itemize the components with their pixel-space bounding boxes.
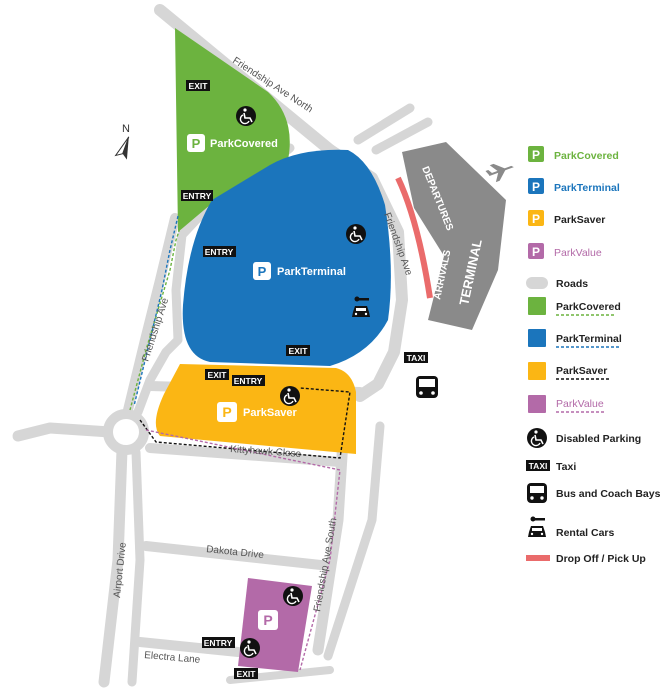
legend-taxi: TAXI Taxi xyxy=(526,460,576,473)
legend-dropoff-label: Drop Off / Pick Up xyxy=(556,553,646,565)
north-arrow-icon xyxy=(114,136,130,160)
legend-park-saver-p: P xyxy=(532,212,540,226)
park-saver-exit-text: EXIT xyxy=(208,370,228,380)
park-value-p-icon: P xyxy=(258,610,278,630)
rental-car-icon xyxy=(352,296,370,317)
legend-route-saver-label: ParkSaver xyxy=(556,365,607,377)
legend-park-value-label: ParkValue xyxy=(554,247,602,259)
road-friendship-ave-west xyxy=(123,213,180,415)
legend-dropoff: Drop Off / Pick Up xyxy=(526,553,646,565)
park-terminal-p-icon: P xyxy=(253,262,271,280)
legend-bus-label: Bus and Coach Bays xyxy=(556,488,660,500)
legend-park-terminal-label: ParkTerminal xyxy=(554,182,620,194)
route-saver xyxy=(139,387,351,459)
bus-icon xyxy=(416,376,438,398)
legend-park-covered: P ParkCovered xyxy=(528,146,619,162)
legend-taxi-label: Taxi xyxy=(556,461,576,473)
park-saver-name: ParkSaver xyxy=(243,407,298,419)
legend-route-terminal: ParkTerminal xyxy=(528,329,622,348)
park-saver-entry-text: ENTRY xyxy=(234,376,263,386)
park-terminal-name: ParkTerminal xyxy=(277,266,346,278)
park-value-entry-tag: ENTRY xyxy=(202,637,235,648)
road-dakota-drive xyxy=(141,541,335,571)
park-covered-area xyxy=(175,28,290,232)
legend-park-terminal: P ParkTerminal xyxy=(528,178,620,194)
legend-rental-car-icon xyxy=(528,516,546,537)
road-terminal-spur-1 xyxy=(353,103,415,145)
road-roundabout-west xyxy=(12,422,116,442)
park-covered-entry-tag: ENTRY xyxy=(181,190,213,201)
road-electra-lane xyxy=(135,637,243,657)
road-airport-drive xyxy=(98,444,128,688)
road-friendship-ave-south-2 xyxy=(323,421,385,661)
route-covered xyxy=(129,209,187,411)
legend-taxi-tag-text: TAXI xyxy=(529,461,548,471)
park-covered-name: ParkCovered xyxy=(210,138,278,150)
legend-route-value: ParkValue xyxy=(528,395,606,413)
park-saver-p-icon: P xyxy=(217,402,237,422)
north-label: N xyxy=(122,123,130,135)
legend-disabled-icon xyxy=(526,427,548,449)
dropoff-strip xyxy=(395,176,433,299)
legend-park-covered-label: ParkCovered xyxy=(554,150,619,162)
park-covered-disabled-icon xyxy=(235,105,257,127)
park-saver-p-letter: P xyxy=(222,404,231,420)
legend-park-covered-p: P xyxy=(532,148,540,162)
park-value-disabled-icon-bottom xyxy=(239,637,261,659)
legend-disabled: Disabled Parking xyxy=(526,427,641,449)
park-terminal-disabled-icon xyxy=(345,223,367,245)
road-airport-drive-2 xyxy=(127,447,145,687)
airplane-icon xyxy=(485,163,514,183)
road-terminal-spur-2 xyxy=(371,117,433,155)
route-terminal xyxy=(133,215,179,407)
park-saver-exit-tag: EXIT xyxy=(205,369,229,380)
route-lines xyxy=(129,209,351,671)
legend-park-terminal-p: P xyxy=(532,180,540,194)
label-electra-lane: Electra Lane xyxy=(144,650,201,666)
park-covered-p-letter: P xyxy=(192,136,201,151)
map-taxi-tag: TAXI xyxy=(404,352,428,363)
legend-disabled-label: Disabled Parking xyxy=(556,433,641,445)
park-value-entry-text: ENTRY xyxy=(204,638,233,648)
legend-route-terminal-label: ParkTerminal xyxy=(556,333,622,345)
park-saver-area xyxy=(155,364,356,454)
legend-roads: Roads xyxy=(526,277,588,290)
park-covered-p-icon: P xyxy=(187,134,205,152)
park-saver-entry-tag: ENTRY xyxy=(232,375,265,386)
park-terminal-area xyxy=(182,149,391,366)
park-terminal-entry-tag: ENTRY xyxy=(203,246,236,257)
legend-park-saver-label: ParkSaver xyxy=(554,214,605,226)
park-terminal-p-letter: P xyxy=(258,264,267,279)
park-covered-entry-text: ENTRY xyxy=(183,191,212,201)
terminal-building xyxy=(402,142,506,330)
legend-rental-label: Rental Cars xyxy=(556,527,615,539)
road-kittyhawk-close xyxy=(145,443,345,467)
legend: P ParkCovered P ParkTerminal P ParkSaver… xyxy=(526,146,660,565)
legend-route-saver: ParkSaver xyxy=(528,362,610,380)
legend-route-covered-label: ParkCovered xyxy=(556,301,621,313)
legend-route-value-label: ParkValue xyxy=(556,398,604,410)
roundabout xyxy=(103,409,149,455)
park-value-p-letter: P xyxy=(263,612,272,628)
legend-bus-icon xyxy=(527,483,547,503)
park-value-exit-text: EXIT xyxy=(237,669,257,679)
route-value xyxy=(145,429,341,671)
map-taxi-tag-text: TAXI xyxy=(407,353,426,363)
legend-park-value-p: P xyxy=(532,245,540,259)
legend-park-value: P ParkValue xyxy=(528,243,602,259)
park-terminal-entry-text: ENTRY xyxy=(205,247,234,257)
park-value-exit-tag: EXIT xyxy=(234,668,258,679)
label-kittyhawk-close: Kittyhawk Close xyxy=(230,444,302,460)
park-covered-exit-tag: EXIT xyxy=(186,80,210,91)
park-terminal-exit-text: EXIT xyxy=(289,346,309,356)
legend-roads-label: Roads xyxy=(556,278,588,290)
legend-park-saver: P ParkSaver xyxy=(528,210,605,226)
legend-route-covered: ParkCovered xyxy=(528,297,621,316)
park-covered-exit-text: EXIT xyxy=(189,81,209,91)
park-terminal-exit-tag: EXIT xyxy=(286,345,310,356)
park-saver-disabled-icon xyxy=(279,385,301,407)
park-value-disabled-icon-top xyxy=(282,585,304,607)
